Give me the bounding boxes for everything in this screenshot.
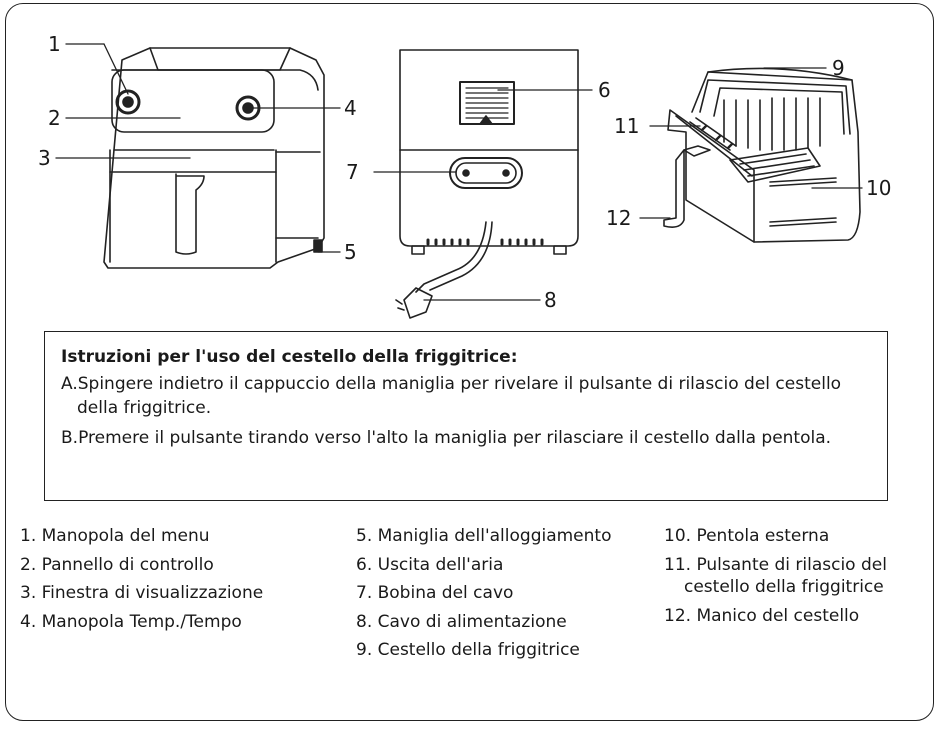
legend-item: 10. Pentola esterna xyxy=(664,526,830,546)
page-border xyxy=(5,3,934,721)
legend-column-3: 10. Pentola esterna 11. Pulsante di rila… xyxy=(664,525,934,633)
legend-item: 5. Maniglia dell'alloggiamento xyxy=(356,526,612,546)
callout-9: 9 xyxy=(832,56,845,80)
callout-5: 5 xyxy=(344,240,357,264)
legend-column-2: 5. Maniglia dell'alloggiamento 6. Uscita… xyxy=(356,525,656,668)
callout-11: 11 xyxy=(614,114,640,138)
instruction-step-a: A.Spingere indietro il cappuccio della m… xyxy=(61,374,842,418)
callout-1: 1 xyxy=(48,32,61,56)
callout-7: 7 xyxy=(346,160,359,184)
legend-column-1: 1. Manopola del menu 2. Pannello di cont… xyxy=(20,525,320,639)
callout-2: 2 xyxy=(48,106,61,130)
air-fryer-back-view xyxy=(395,49,579,319)
fryer-basket-view xyxy=(663,67,861,243)
legend-item: 6. Uscita dell'aria xyxy=(356,554,504,575)
callout-8: 8 xyxy=(544,288,557,312)
instructions-title: Istruzioni per l'uso del cestello della … xyxy=(61,347,518,367)
legend-item: 9. Cestello della friggitrice xyxy=(356,640,580,660)
legend-item: 12. Manico del cestello xyxy=(664,605,860,626)
instruction-step-b: B.Premere il pulsante tirando verso l'al… xyxy=(61,428,832,448)
callout-4: 4 xyxy=(344,96,357,120)
legend-item: 1. Manopola del menu xyxy=(20,526,210,546)
legend-item: 3. Finestra di visualizzazione xyxy=(20,583,264,603)
instructions-box: Istruzioni per l'uso del cestello della … xyxy=(44,331,888,501)
legend-item: 2. Pannello di controllo xyxy=(20,554,214,575)
leader-lines xyxy=(55,43,863,301)
legend-item: 7. Bobina del cavo xyxy=(356,583,514,603)
legend-item: 11. Pulsante di rilascio del cestello de… xyxy=(664,554,887,598)
callout-12: 12 xyxy=(606,206,632,230)
air-fryer-diagram xyxy=(55,43,863,319)
callout-6: 6 xyxy=(598,78,611,102)
legend-item: 8. Cavo di alimentazione xyxy=(356,611,567,632)
callout-10: 10 xyxy=(866,176,892,200)
legend-item: 4. Manopola Temp./Tempo xyxy=(20,611,242,632)
callout-3: 3 xyxy=(38,146,51,170)
